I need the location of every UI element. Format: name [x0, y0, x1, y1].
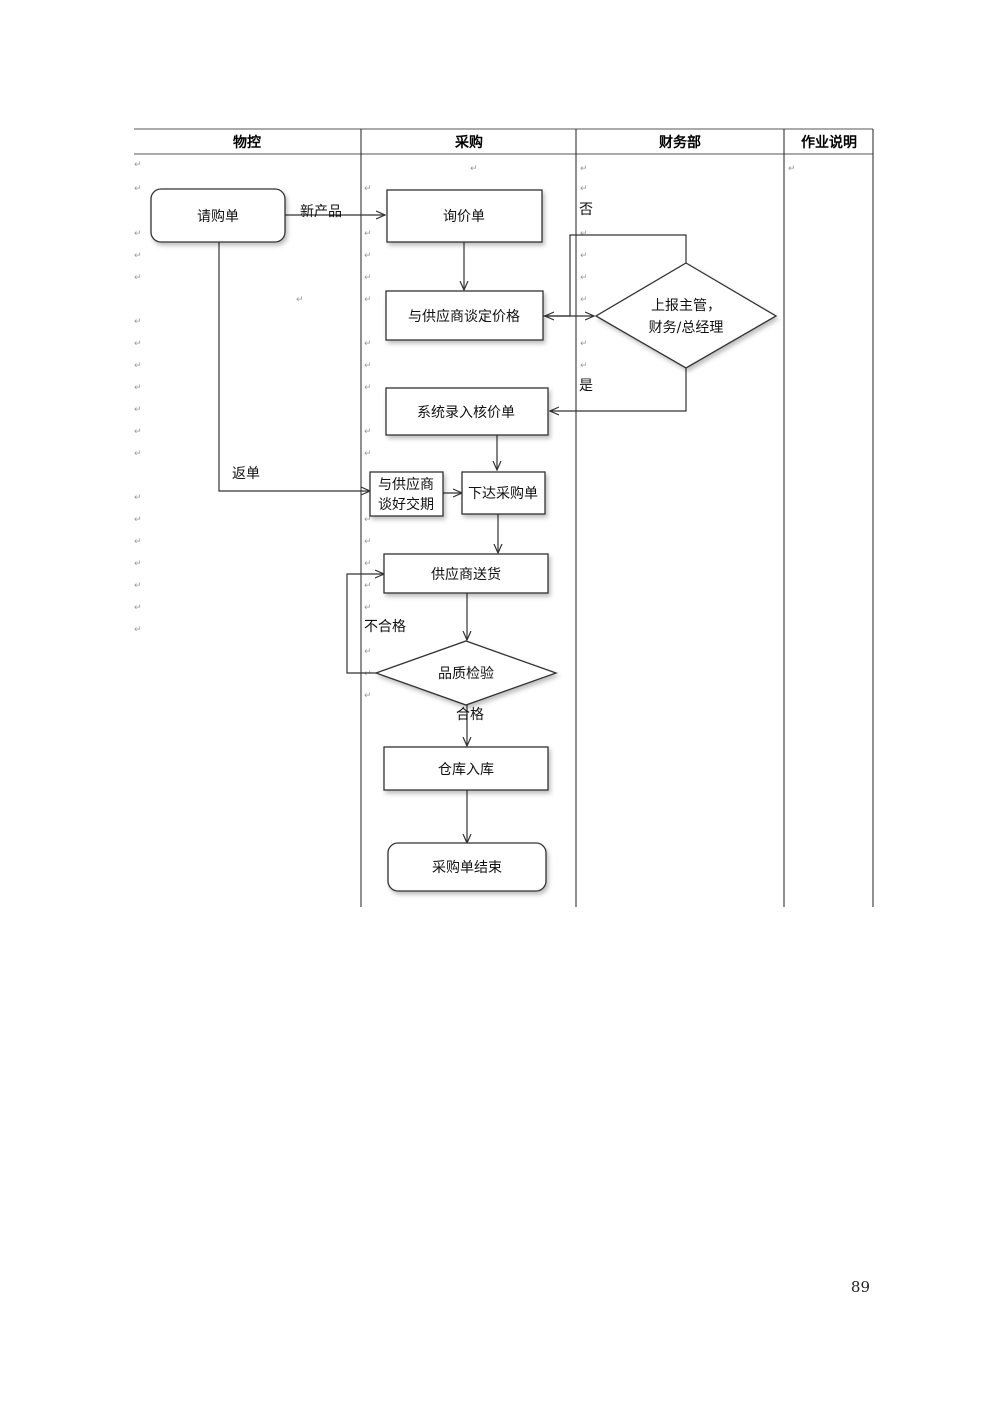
- svg-text:↵: ↵: [134, 361, 142, 371]
- svg-text:供应商送货: 供应商送货: [431, 566, 501, 583]
- node-requisition: 请购单: [150, 188, 286, 243]
- svg-text:↵: ↵: [364, 273, 372, 283]
- svg-text:系统录入核价单: 系统录入核价单: [417, 405, 515, 421]
- node-inquiry: 询价单: [386, 189, 543, 243]
- node-warehouse-in: 仓库入库: [383, 746, 549, 791]
- svg-text:↵: ↵: [580, 273, 588, 283]
- svg-text:↵: ↵: [134, 449, 142, 459]
- svg-text:↵: ↵: [364, 603, 372, 613]
- svg-text:↵: ↵: [134, 273, 142, 283]
- svg-text:↵: ↵: [580, 164, 588, 174]
- svg-text:↵: ↵: [134, 160, 142, 170]
- svg-text:↵: ↵: [580, 184, 588, 194]
- svg-text:仓库入库: 仓库入库: [438, 762, 494, 778]
- svg-text:↵: ↵: [364, 339, 372, 349]
- svg-text:↵: ↵: [364, 383, 372, 393]
- svg-text:↵: ↵: [364, 691, 372, 701]
- svg-text:采购单结束: 采购单结束: [432, 860, 502, 876]
- svg-text:↵: ↵: [134, 383, 142, 393]
- svg-text:↵: ↵: [364, 184, 372, 194]
- svg-text:↵: ↵: [788, 164, 796, 174]
- svg-text:↵: ↵: [470, 164, 478, 174]
- edge-label-pass: 合格: [456, 707, 484, 723]
- svg-text:↵: ↵: [364, 251, 372, 261]
- svg-text:品质检验: 品质检验: [438, 666, 494, 682]
- arrow-repeat-order: [218, 242, 370, 491]
- svg-text:上报主管，: 上报主管，: [651, 298, 721, 314]
- svg-text:询价单: 询价单: [443, 209, 485, 225]
- svg-text:↵: ↵: [134, 537, 142, 547]
- svg-text:↵: ↵: [364, 295, 372, 305]
- svg-text:↵: ↵: [364, 449, 372, 459]
- lane-header-material-control: 物控: [233, 134, 261, 151]
- svg-text:↵: ↵: [580, 251, 588, 261]
- svg-text:↵: ↵: [134, 625, 142, 635]
- svg-text:↵: ↵: [134, 427, 142, 437]
- edge-label-repeat-order: 返单: [232, 466, 260, 482]
- lane-header-finance: 财务部: [658, 134, 701, 151]
- paragraph-marks: ↵ ↵ ↵ ↵ ↵ ↵ ↵ ↵ ↵ ↵ ↵ ↵ ↵ ↵ ↵ ↵ ↵ ↵ ↵ ↵ …: [134, 160, 796, 701]
- edge-label-yes: 是: [579, 378, 593, 394]
- svg-text:↵: ↵: [134, 493, 142, 503]
- svg-text:↵: ↵: [364, 515, 372, 525]
- svg-text:↵: ↵: [364, 581, 372, 591]
- svg-text:↵: ↵: [580, 295, 588, 305]
- svg-text:↵: ↵: [364, 229, 372, 239]
- node-supplier-delivery: 供应商送货: [383, 553, 549, 594]
- edge-label-new-product: 新产品: [300, 204, 342, 220]
- node-quality-check: 品质检验: [374, 640, 558, 706]
- svg-text:↵: ↵: [134, 251, 142, 261]
- svg-text:与供应商谈定价格: 与供应商谈定价格: [408, 308, 520, 325]
- arrow-report-no-loop: [545, 234, 687, 316]
- svg-text:↵: ↵: [364, 647, 372, 657]
- svg-text:↵: ↵: [580, 361, 588, 371]
- svg-text:↵: ↵: [134, 339, 142, 349]
- svg-text:↵: ↵: [134, 581, 142, 591]
- node-po-close: 采购单结束: [387, 842, 547, 892]
- connectors: [218, 215, 687, 843]
- edge-label-fail: 不合格: [364, 619, 406, 635]
- swimlane-grid: [134, 128, 874, 907]
- svg-text:↵: ↵: [134, 229, 142, 239]
- svg-text:↵: ↵: [134, 184, 142, 194]
- node-negotiate-price: 与供应商谈定价格: [385, 290, 544, 341]
- edge-label-no: 否: [579, 202, 593, 218]
- svg-text:谈好交期: 谈好交期: [378, 496, 434, 513]
- svg-text:↵: ↵: [364, 559, 372, 569]
- svg-text:↵: ↵: [134, 515, 142, 525]
- svg-text:财务/总经理: 财务/总经理: [649, 320, 724, 336]
- lane-header-notes: 作业说明: [801, 134, 857, 151]
- svg-text:请购单: 请购单: [197, 209, 239, 225]
- node-delivery-terms: 与供应商 谈好交期: [369, 471, 444, 517]
- svg-text:↵: ↵: [296, 295, 304, 305]
- svg-text:与供应商: 与供应商: [378, 476, 434, 493]
- svg-text:下达采购单: 下达采购单: [468, 486, 538, 502]
- arrow-report-yes: [550, 368, 687, 411]
- lane-header-purchasing: 采购: [454, 134, 483, 151]
- arrow-qc-fail-loop: [346, 574, 384, 674]
- svg-text:↵: ↵: [134, 603, 142, 613]
- svg-text:↵: ↵: [580, 339, 588, 349]
- svg-text:↵: ↵: [134, 317, 142, 327]
- svg-text:↵: ↵: [134, 405, 142, 415]
- page-number: 89: [850, 1278, 870, 1296]
- node-system-entry: 系统录入核价单: [385, 387, 549, 436]
- node-report-decision: 上报主管， 财务/总经理: [594, 262, 778, 369]
- svg-text:↵: ↵: [580, 229, 588, 239]
- svg-text:↵: ↵: [364, 669, 372, 679]
- node-issue-po: 下达采购单: [461, 471, 546, 515]
- svg-text:↵: ↵: [364, 537, 372, 547]
- svg-text:↵: ↵: [364, 361, 372, 371]
- svg-text:↵: ↵: [134, 559, 142, 569]
- svg-text:↵: ↵: [364, 427, 372, 437]
